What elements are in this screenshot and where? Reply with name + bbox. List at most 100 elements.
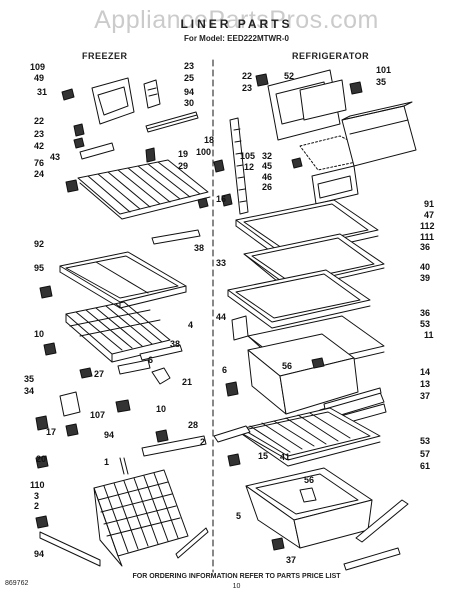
callout-27: 27 xyxy=(94,369,105,379)
callout-18: 18 xyxy=(204,135,215,145)
callout-36-lower: 36 xyxy=(420,308,431,318)
freezer-bracket-upper xyxy=(143,79,161,109)
callout-39: 39 xyxy=(420,273,431,283)
callout-24: 24 xyxy=(34,169,45,179)
callout-19: 19 xyxy=(178,149,189,159)
callout-5: 5 xyxy=(236,511,242,521)
callout-95: 95 xyxy=(34,263,45,273)
callout-49: 49 xyxy=(34,73,45,83)
callout-101: 101 xyxy=(376,65,392,75)
callout-76: 76 xyxy=(34,158,45,168)
callout-94-middle: 94 xyxy=(104,430,115,440)
refrigerator-shelf-ladder xyxy=(213,117,249,215)
freezer-wire-shelf-upper xyxy=(65,159,211,220)
callout-34: 34 xyxy=(24,386,35,396)
refrigerator-crisper-drawer xyxy=(225,333,359,415)
callout-38-lower: 38 xyxy=(170,339,181,349)
callout-12: 12 xyxy=(244,162,255,172)
callout-17: 17 xyxy=(46,427,57,437)
section-label-refrigerator: REFRIGERATOR xyxy=(292,51,370,61)
refrigerator-air-duct xyxy=(291,135,365,205)
freezer-shelf-clip xyxy=(39,285,53,299)
callout-32: 32 xyxy=(262,151,273,161)
callout-52: 52 xyxy=(284,71,295,81)
callout-33: 33 xyxy=(216,258,227,268)
callout-94-lower: 94 xyxy=(34,549,45,559)
callout-3: 3 xyxy=(34,491,40,501)
callout-30: 30 xyxy=(184,98,195,108)
freezer-shelf-trim-lower xyxy=(43,342,183,361)
diagram-title: LINER PARTS xyxy=(180,17,293,31)
callout-100: 100 xyxy=(196,147,212,157)
callout-107: 107 xyxy=(90,410,106,420)
refrigerator-glass-shelf-top xyxy=(235,199,379,259)
callout-92: 92 xyxy=(34,239,45,249)
callout-37: 37 xyxy=(420,391,431,401)
callout-35-refrigerator: 35 xyxy=(376,77,387,87)
refrigerator-lower-shelf xyxy=(235,407,381,467)
refrigerator-slide-shelf xyxy=(227,269,371,341)
callout-57: 57 xyxy=(420,449,431,459)
callout-16: 16 xyxy=(216,194,227,204)
freezer-shelf-support xyxy=(73,123,156,163)
callout-25: 25 xyxy=(184,73,195,83)
freezer-basket-slides xyxy=(35,515,209,567)
callout-56: 56 xyxy=(282,361,293,371)
callout-37-lower: 37 xyxy=(286,555,297,565)
model-number: For Model: EED222MTWR-0 xyxy=(184,34,289,43)
callout-29: 29 xyxy=(178,161,189,171)
callout-105: 105 xyxy=(240,151,256,161)
callout-13: 13 xyxy=(420,379,431,389)
callout-47: 47 xyxy=(424,210,435,220)
freezer-small-parts xyxy=(35,359,171,469)
watermark: AppliancePartsPros.com xyxy=(94,6,379,34)
callout-23-refrigerator: 23 xyxy=(242,83,253,93)
callout-112: 112 xyxy=(420,221,435,231)
callout-53-lower: 53 xyxy=(420,436,431,446)
page-number: 10 xyxy=(232,583,241,590)
callout-110: 110 xyxy=(30,480,45,490)
freezer-light-shield xyxy=(61,77,135,125)
freezer-basket-rail xyxy=(119,435,207,475)
callout-44: 44 xyxy=(216,312,227,322)
freezer-wire-shelf-lower xyxy=(65,301,171,363)
ordering-footer: FOR ORDERING INFORMATION REFER TO PARTS … xyxy=(132,573,341,580)
callout-38: 38 xyxy=(194,243,205,253)
callout-45: 45 xyxy=(262,161,273,171)
refrigerator-glass-shelf-middle xyxy=(243,233,385,291)
callout-6-refrigerator: 6 xyxy=(222,365,228,375)
refrigerator-vegetable-pan xyxy=(245,467,373,549)
refrigerator-meat-pan xyxy=(341,101,417,167)
callout-11: 11 xyxy=(424,330,434,340)
freezer-shelf-rail xyxy=(145,111,199,133)
callout-22: 22 xyxy=(34,116,45,126)
callout-2: 2 xyxy=(200,437,206,447)
callout-35: 35 xyxy=(24,374,35,384)
document-number: 869762 xyxy=(5,580,29,587)
callout-15: 15 xyxy=(258,451,269,461)
callout-46: 46 xyxy=(262,172,273,182)
callout-109: 109 xyxy=(30,62,46,72)
callout-56-lower: 56 xyxy=(304,475,315,485)
freezer-shelf-trim-upper xyxy=(151,229,201,245)
freezer-wire-basket xyxy=(93,469,189,567)
refrigerator-pan-trims xyxy=(271,499,409,571)
callout-20: 20 xyxy=(36,454,47,464)
callout-43: 43 xyxy=(50,152,61,162)
callout-23: 23 xyxy=(34,129,45,139)
callout-40: 40 xyxy=(420,262,431,272)
callout-94: 94 xyxy=(184,87,195,97)
callout-1: 1 xyxy=(104,457,110,467)
callout-14: 14 xyxy=(420,367,431,377)
callout-2-lower: 2 xyxy=(34,501,40,511)
callout-41: 41 xyxy=(280,452,291,462)
callout-42: 42 xyxy=(34,141,45,151)
callout-111: 111 xyxy=(420,232,435,242)
callout-4: 4 xyxy=(188,320,194,330)
callout-6: 6 xyxy=(148,355,154,365)
callout-10-lower: 10 xyxy=(156,404,167,414)
callout-23-upper: 23 xyxy=(184,61,195,71)
callout-28: 28 xyxy=(188,420,199,430)
